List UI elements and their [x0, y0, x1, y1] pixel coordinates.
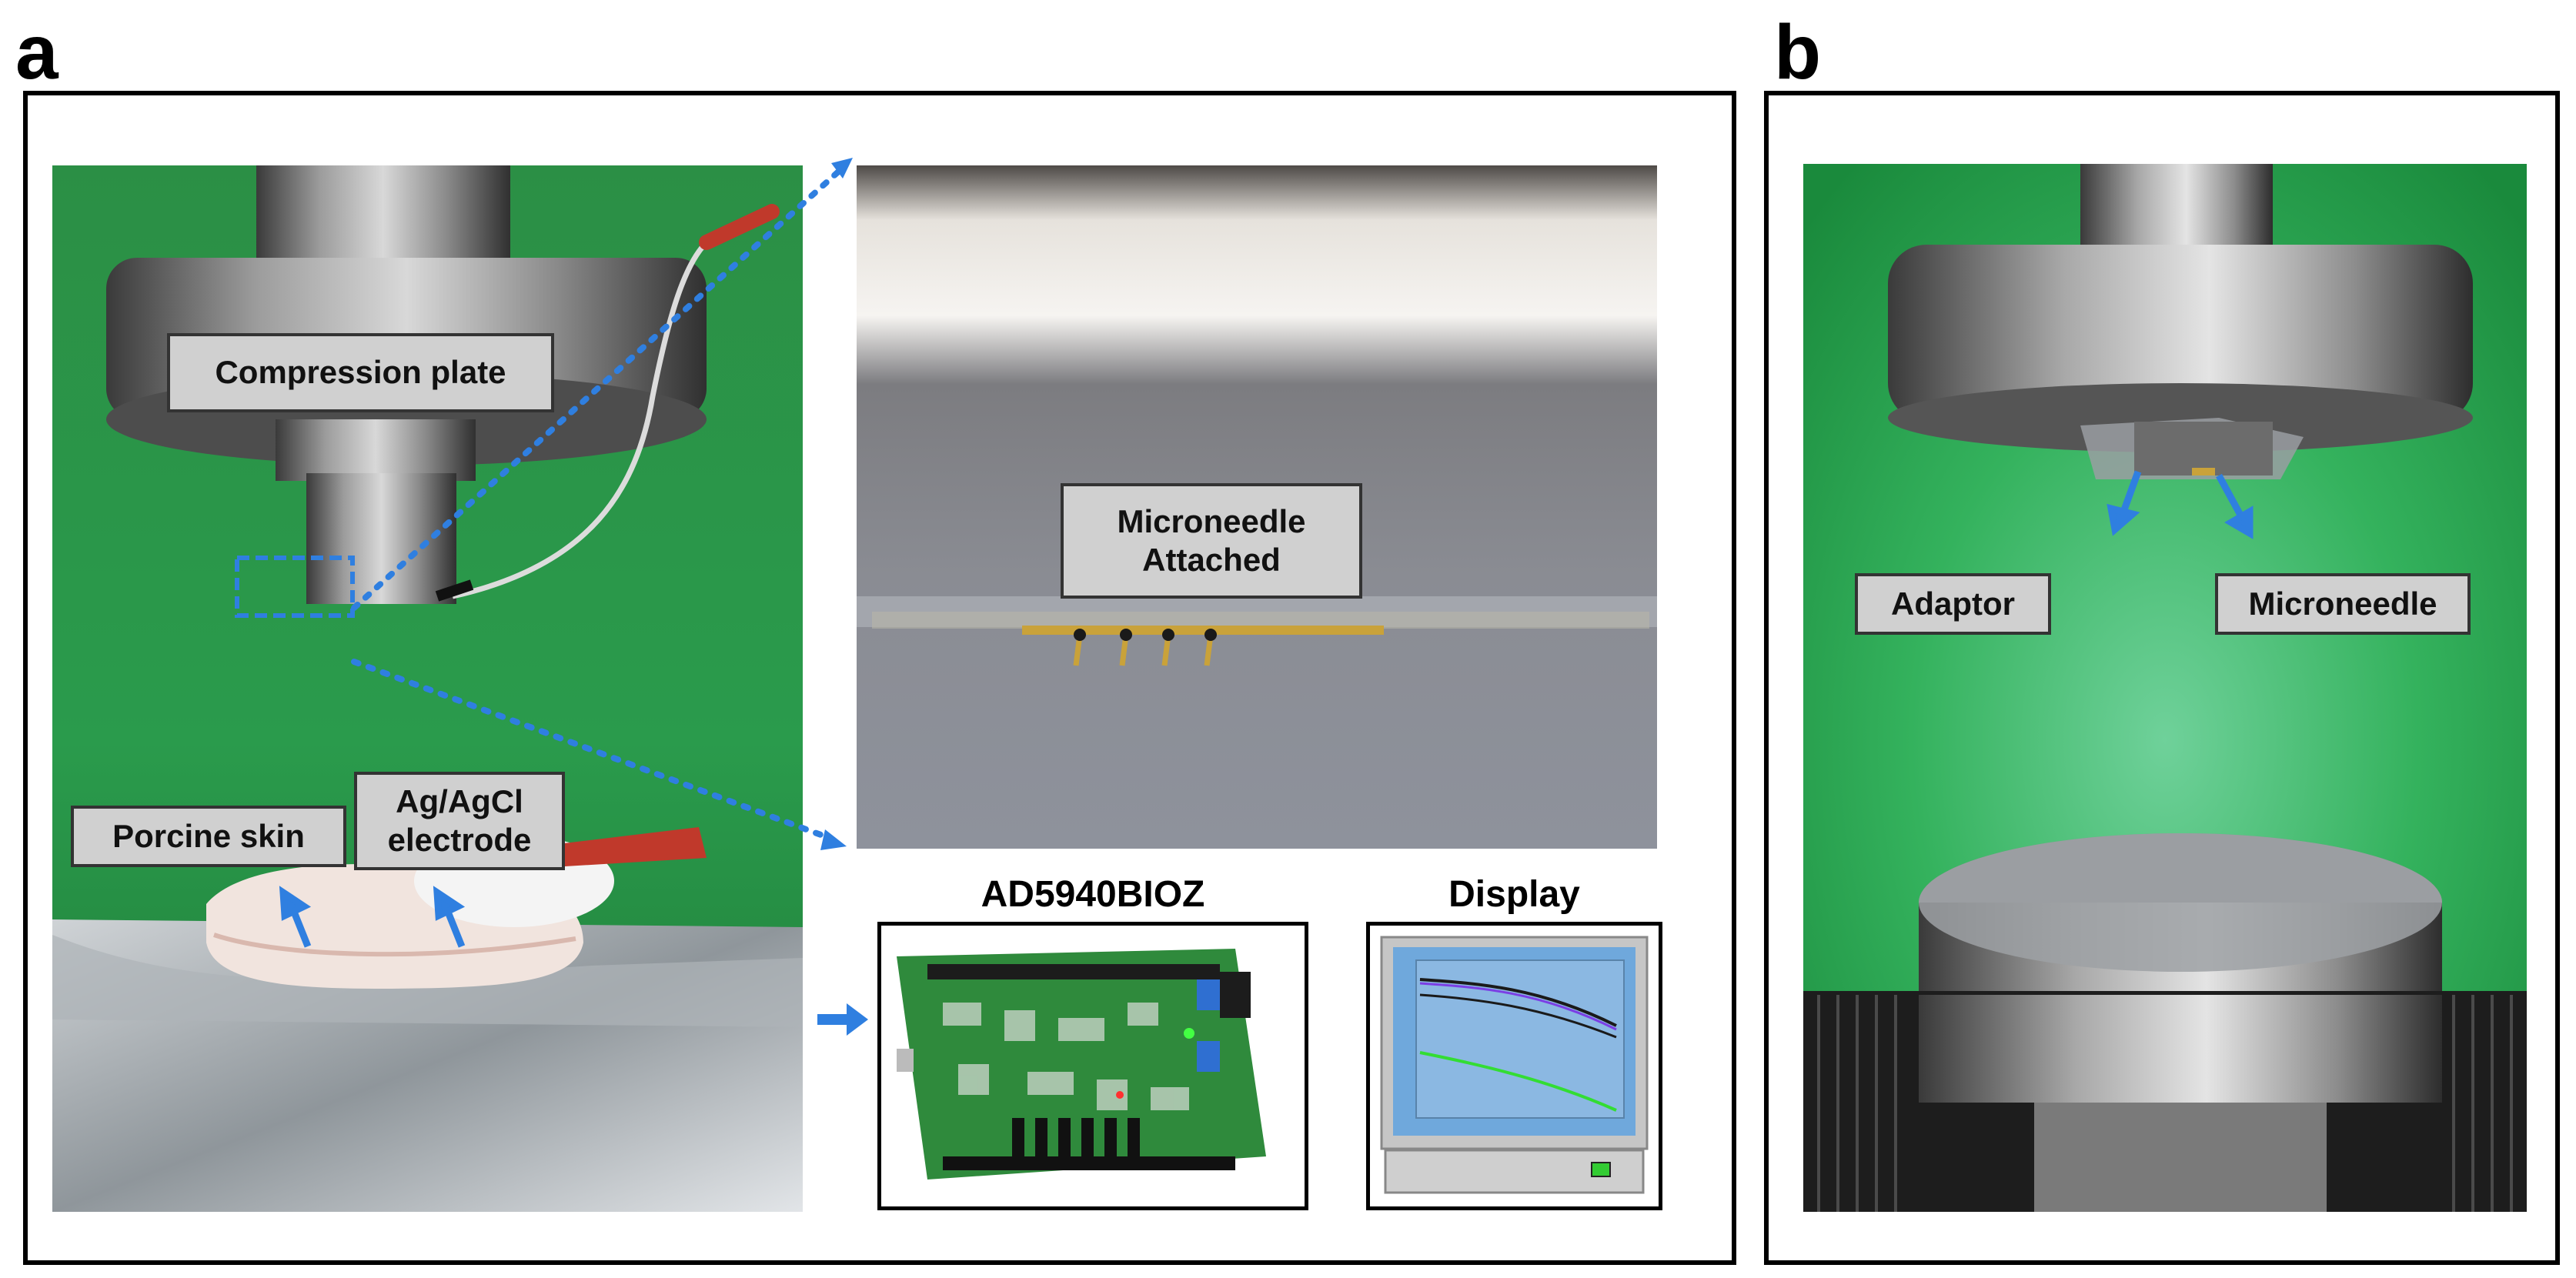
label-microneedle-attached-line2: Attached: [1142, 542, 1281, 578]
fixture-photo-illustration: [1803, 164, 2527, 1212]
panel-b-frame: [1764, 91, 2560, 1265]
label-microneedle-attached: Microneedle Attached: [1061, 483, 1362, 599]
panel-letter-b: b: [1774, 9, 1822, 95]
porcine-skin-arrow-icon: [279, 886, 312, 948]
right-arrow-icon: [817, 1003, 868, 1036]
label-compression-plate: Compression plate: [167, 333, 554, 412]
circuit-board-icon: [897, 949, 1266, 1180]
label-microneedle: Microneedle: [2215, 573, 2471, 635]
caption-board-text: AD5940BIOZ: [981, 874, 1205, 915]
label-electrode: Ag/AgCl electrode: [354, 772, 565, 870]
label-porcine-skin: Porcine skin: [71, 806, 346, 867]
monitor-icon: [1380, 936, 1649, 1194]
display-box: [1366, 922, 1662, 1210]
caption-display: Display: [1448, 874, 1580, 915]
fixture-photo: [1803, 164, 2527, 1212]
label-adaptor: Adaptor: [1855, 573, 2051, 635]
label-electrode-line2: electrode: [387, 822, 532, 858]
label-electrode-line1: Ag/AgCl: [396, 782, 523, 819]
board-box: [877, 922, 1308, 1210]
panel-letter-a: a: [15, 9, 58, 95]
electrode-arrow-icon: [433, 886, 466, 948]
panel-a-frame: [23, 91, 1736, 1265]
label-microneedle-attached-line1: Microneedle: [1117, 502, 1306, 539]
